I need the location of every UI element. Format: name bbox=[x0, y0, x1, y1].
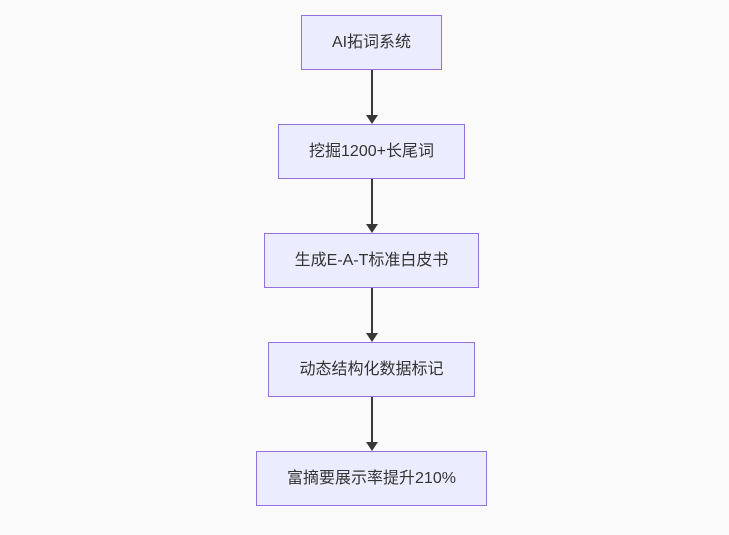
node-label: 挖掘1200+长尾词 bbox=[309, 142, 434, 160]
flowchart-edge bbox=[365, 70, 379, 124]
node-label: 生成E-A-T标准白皮书 bbox=[294, 251, 449, 269]
flowchart-node-n1: AI拓词系统 bbox=[300, 15, 443, 70]
flowchart-edge bbox=[365, 397, 379, 451]
arrowhead-down-icon bbox=[365, 224, 378, 233]
flowchart: AI拓词系统挖掘1200+长尾词生成E-A-T标准白皮书动态结构化数据标记富摘要… bbox=[7, 15, 729, 506]
flowchart-edge bbox=[365, 179, 379, 233]
flowchart-node-n4: 动态结构化数据标记 bbox=[268, 342, 475, 397]
flowchart-node-n5: 富摘要展示率提升210% bbox=[256, 451, 487, 506]
node-label: 动态结构化数据标记 bbox=[299, 360, 444, 378]
flowchart-node-n2: 挖掘1200+长尾词 bbox=[278, 124, 465, 179]
arrowhead-down-icon bbox=[365, 333, 378, 342]
node-label: 富摘要展示率提升210% bbox=[287, 469, 456, 487]
node-label: AI拓词系统 bbox=[331, 33, 412, 51]
edge-line bbox=[370, 288, 373, 333]
edge-line bbox=[370, 397, 373, 442]
arrowhead-down-icon bbox=[365, 115, 378, 124]
flowchart-edge bbox=[365, 288, 379, 342]
edge-line bbox=[370, 70, 373, 115]
edge-line bbox=[370, 179, 373, 224]
flowchart-node-n3: 生成E-A-T标准白皮书 bbox=[263, 233, 480, 288]
arrowhead-down-icon bbox=[365, 442, 378, 451]
